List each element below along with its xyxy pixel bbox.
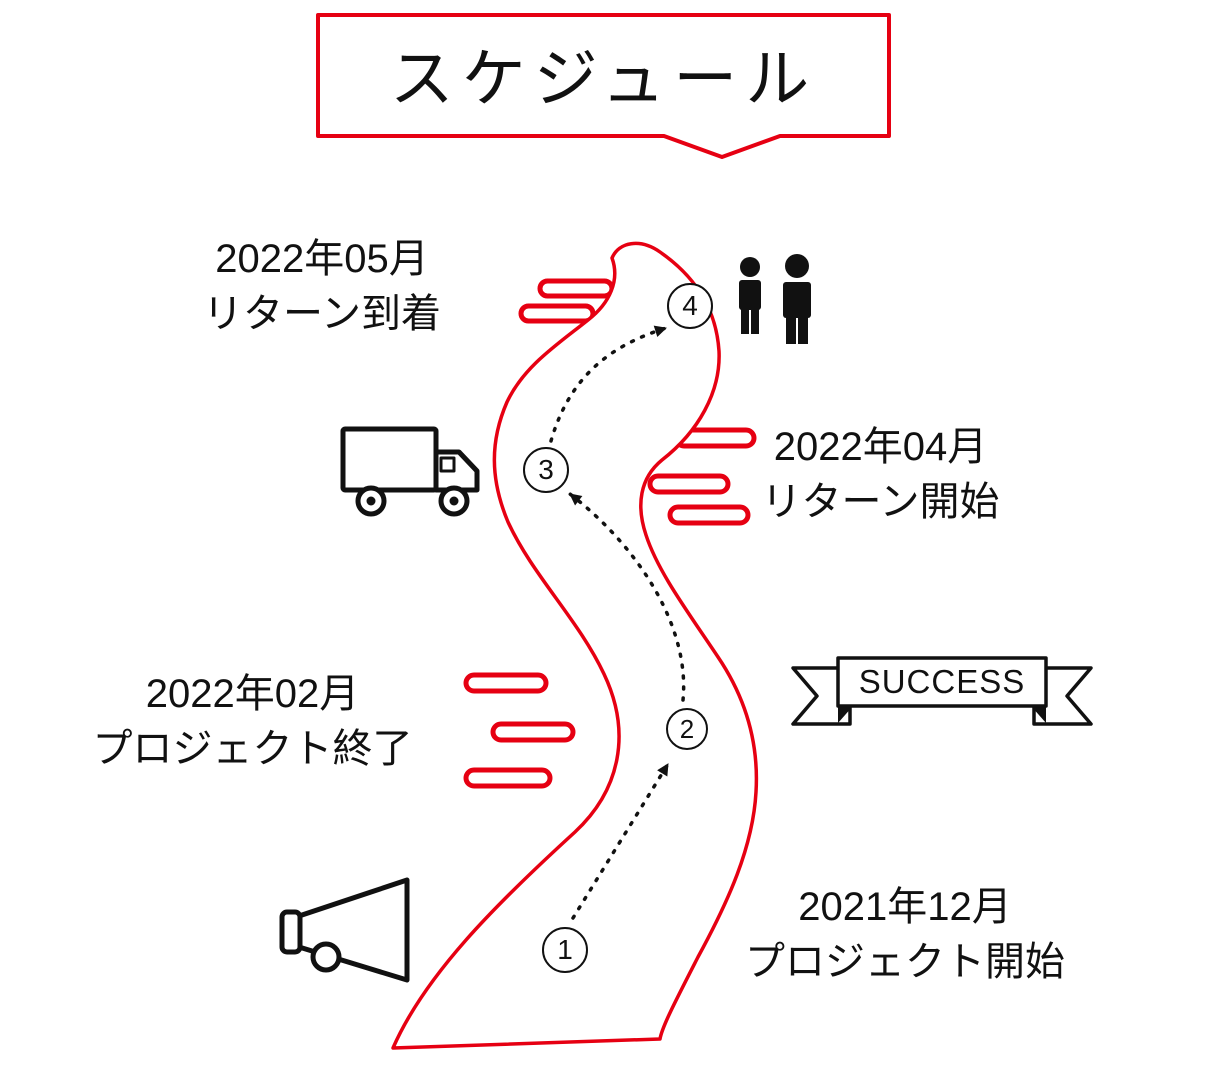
dotted-arrow-2-3 bbox=[568, 492, 686, 702]
milestone-marker-3: 3 bbox=[523, 447, 569, 493]
dotted-arrow-3-4 bbox=[549, 325, 668, 443]
milestone-name: リターン開始 bbox=[761, 480, 1000, 524]
people-icon bbox=[739, 254, 811, 344]
megaphone-icon bbox=[279, 877, 410, 983]
milestone-date: 2021年12月 bbox=[798, 885, 1012, 929]
milestone-name: プロジェクト終了 bbox=[92, 727, 413, 771]
milestone-name: リターン到着 bbox=[203, 292, 441, 336]
milestone-marker-2: 2 bbox=[666, 708, 708, 750]
truck-icon bbox=[340, 426, 480, 517]
milestone-label-3: 2022年04月 リターン開始 bbox=[688, 420, 1073, 530]
dotted-arrow-1-2 bbox=[571, 762, 670, 920]
road-path bbox=[391, 241, 759, 1050]
page-title: スケジュール bbox=[389, 43, 818, 115]
title-callout-box bbox=[316, 13, 891, 159]
milestone-date: 2022年02月 bbox=[145, 672, 360, 716]
milestone-name: プロジェクト開始 bbox=[745, 940, 1065, 984]
milestone-label-1: 2021年12月 プロジェクト開始 bbox=[700, 880, 1110, 990]
success-banner-label: SUCCESS bbox=[858, 663, 1026, 700]
speed-lines-left bbox=[463, 672, 576, 789]
milestone-date: 2022年05月 bbox=[215, 237, 429, 281]
milestone-label-4: 2022年05月 リターン到着 bbox=[128, 232, 516, 342]
milestone-marker-1: 1 bbox=[542, 927, 588, 973]
milestone-marker-4: 4 bbox=[667, 283, 713, 329]
milestone-date: 2022年04月 bbox=[773, 425, 988, 469]
speed-lines-right bbox=[647, 427, 757, 526]
milestone-label-2: 2022年02月 プロジェクト終了 bbox=[50, 667, 455, 777]
success-banner bbox=[791, 656, 1093, 726]
